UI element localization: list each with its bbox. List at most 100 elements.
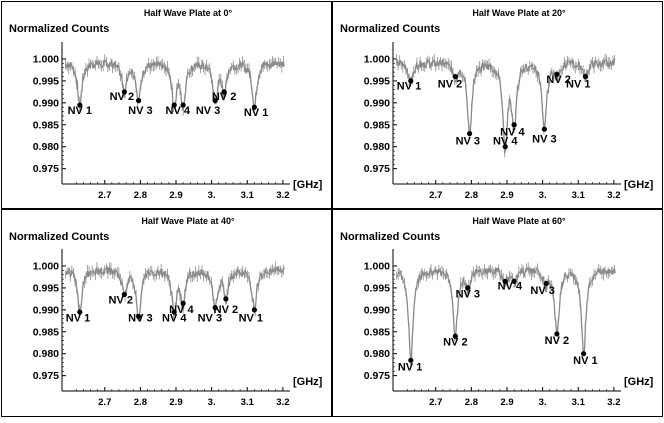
dip-marker	[180, 102, 186, 108]
dip-marker	[502, 144, 508, 150]
dip-marker	[171, 102, 177, 108]
nv-label: NV 2	[109, 294, 133, 306]
nv-label: NV 3	[196, 105, 220, 117]
x-tick-label: 3.1	[241, 190, 255, 201]
nv-label: NV 4	[500, 127, 525, 139]
y-tick-label: 0.980	[33, 141, 59, 153]
y-tick-label: 1.000	[364, 53, 390, 65]
nv-label: NV 1	[239, 313, 263, 325]
y-tick-label: 0.995	[33, 282, 59, 294]
x-tick-label: 3.2	[607, 190, 620, 201]
chart-title: Half Wave Plate at 40°	[141, 216, 235, 226]
x-tick-label: 3.2	[607, 397, 620, 408]
chart-title: Half Wave Plate at 20°	[472, 8, 566, 18]
dip-marker	[511, 278, 517, 284]
x-tick-label: 2.9	[169, 397, 182, 408]
dip-marker	[466, 130, 473, 137]
chart-title: Half Wave Plate at 0°	[144, 8, 233, 18]
y-tick-label: 0.980	[364, 348, 390, 360]
dip-marker	[554, 331, 560, 337]
nv-label: NV 1	[566, 78, 590, 90]
y-tick-label: 0.995	[364, 282, 390, 294]
y-axis-label: Normalized Counts	[9, 231, 109, 243]
nv-label: NV 1	[68, 105, 92, 117]
dip-marker	[580, 351, 587, 357]
y-tick-label: 0.985	[364, 119, 390, 131]
nv-label: NV 2	[546, 74, 570, 86]
nv-label: NV 3	[128, 313, 152, 325]
x-tick-label: 2.9	[169, 190, 182, 201]
x-tick-label: 3.	[208, 397, 216, 408]
x-tick-label: 2.7	[429, 397, 442, 408]
y-tick-label: 0.985	[33, 326, 59, 338]
nv-label: NV 3	[128, 105, 152, 117]
y-tick-label: 0.985	[364, 326, 390, 338]
x-tick-label: 2.8	[134, 190, 147, 201]
x-tick-label: 2.9	[500, 397, 513, 408]
x-tick-label: 2.7	[98, 397, 111, 408]
nv-label: NV 4	[162, 313, 187, 325]
nv-label: NV 4	[493, 136, 518, 148]
x-tick-label: 2.9	[500, 190, 513, 201]
dip-marker	[77, 309, 83, 315]
dip-marker	[251, 104, 257, 110]
nv-label: NV 3	[532, 133, 556, 145]
panel-frame-0	[1, 1, 332, 209]
nv-label: NV 3	[456, 136, 480, 148]
nv-label: NV 2	[214, 304, 238, 316]
x-tick-label: 3.	[208, 190, 216, 201]
y-axis-label: Normalized Counts	[340, 23, 440, 35]
nv-label: NV 3	[198, 313, 222, 325]
x-tick-label: 3.1	[572, 190, 586, 201]
y-tick-label: 1.000	[364, 260, 390, 272]
x-tick-label: 2.7	[98, 190, 111, 201]
nv-label: NV 2	[110, 91, 134, 103]
y-tick-label: 0.980	[33, 348, 59, 360]
nv-label: NV 2	[443, 336, 467, 348]
chart-title: Half Wave Plate at 60°	[472, 216, 566, 226]
nv-label: NV 3	[456, 289, 480, 301]
y-tick-label: 0.995	[33, 75, 59, 87]
y-tick-label: 0.975	[364, 370, 390, 382]
nv-label: NV 1	[66, 313, 90, 325]
plot-layer: 0.975 0.980 0.985 0.990 0.995 1.000 2.7 2.8 2.9 3…	[33, 42, 621, 408]
nv-label: NV 1	[244, 107, 268, 119]
y-tick-label: 0.990	[364, 97, 390, 109]
dip-marker	[554, 71, 560, 77]
nv-label: NV 2	[212, 91, 236, 103]
nv-label: NV 1	[397, 81, 421, 93]
dip-marker	[223, 296, 229, 302]
x-tick-label: 2.7	[429, 190, 442, 201]
x-tick-label: 3.1	[241, 397, 255, 408]
dip-marker	[121, 291, 127, 298]
dip-marker	[452, 333, 458, 339]
dip-marker	[135, 313, 142, 320]
dip-marker	[135, 98, 142, 104]
y-tick-label: 0.990	[33, 304, 59, 316]
nv-label: NV 1	[398, 361, 422, 373]
y-tick-label: 1.000	[33, 260, 59, 272]
panel-frame-2	[1, 209, 332, 417]
nv-label: NV 1	[573, 355, 597, 367]
dip-marker	[180, 300, 186, 306]
nv-label: NV 4	[498, 281, 523, 293]
dip-marker	[543, 280, 549, 287]
dip-marker	[541, 126, 548, 132]
dip-marker	[212, 98, 218, 104]
y-tick-label: 0.975	[33, 163, 59, 175]
dip-marker	[171, 309, 177, 315]
dip-marker	[408, 78, 414, 84]
x-tick-label: 2.8	[465, 397, 478, 408]
dip-marker	[121, 89, 127, 95]
y-tick-label: 0.985	[33, 119, 59, 131]
y-axis-label: Normalized Counts	[340, 231, 440, 243]
x-tick-label: 3.2	[276, 397, 289, 408]
dip-marker	[212, 305, 218, 311]
panel-frame-3	[332, 209, 663, 417]
